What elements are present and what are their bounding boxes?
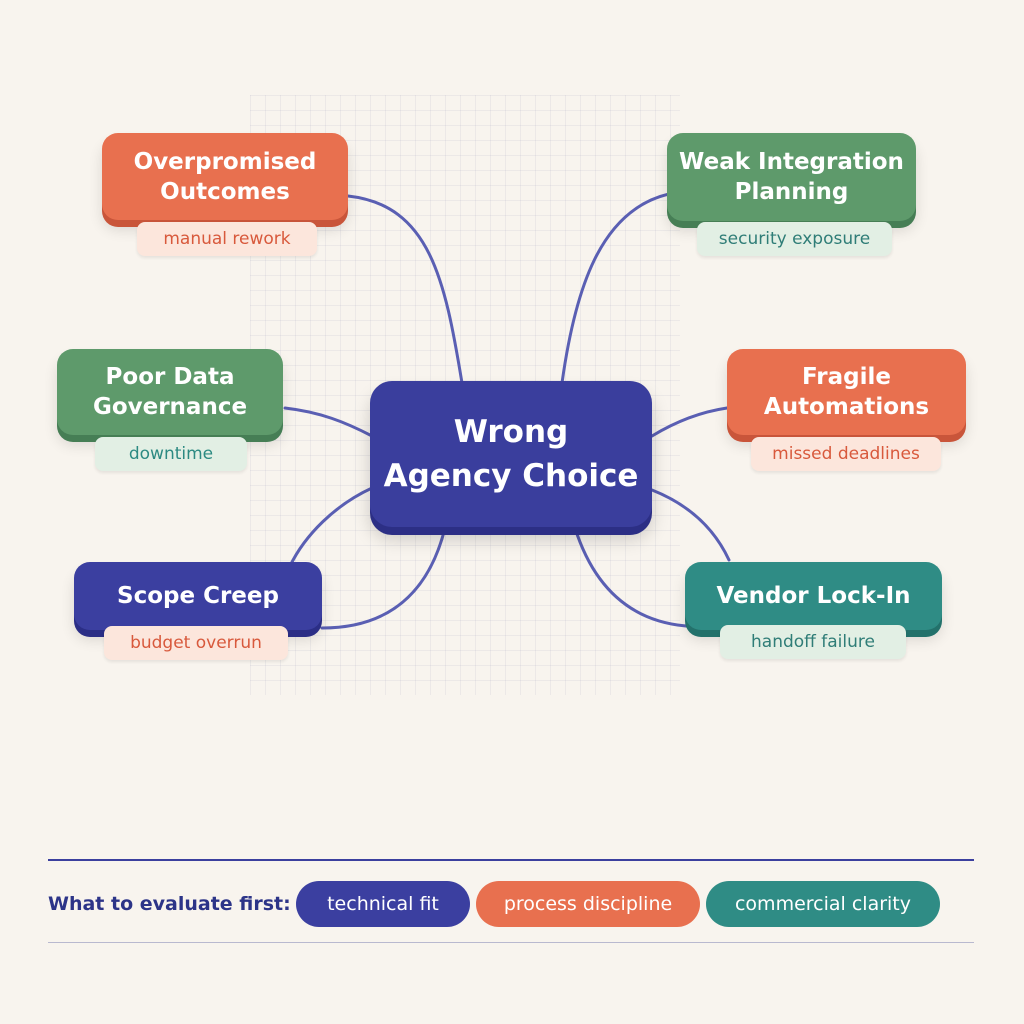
node-label-line2: Outcomes [160, 178, 290, 205]
connector-overpromised [346, 194, 464, 385]
connector-scope-creep-lower [320, 526, 447, 630]
legend-pill-technical-fit: technical fit [296, 881, 470, 927]
center-label-line1: Wrong [453, 414, 569, 450]
node-label-line2: Governance [92, 394, 248, 420]
node-label-line1: Overpromised [133, 148, 317, 175]
node-label-line2: Planning [734, 179, 849, 205]
legend-label: What to evaluate first: [48, 893, 291, 915]
center-node-wrong-agency-choice: Wrong Agency Choice [370, 381, 652, 527]
connector-weak-integration [560, 192, 671, 385]
sub-budget-overrun: budget overrun [104, 626, 288, 660]
node-label-line1: Fragile [802, 364, 891, 390]
node-label-line2: Automations [763, 394, 930, 420]
connector-fragile [650, 406, 729, 438]
node-scope-creep: Scope Creep [74, 562, 322, 630]
sub-downtime: downtime [95, 437, 247, 471]
sub-handoff-failure: handoff failure [720, 625, 906, 659]
node-label-line1: Scope Creep [117, 583, 279, 609]
legend-pill-process-discipline: process discipline [476, 881, 700, 927]
sub-manual-rework: manual rework [137, 222, 317, 256]
legend-bottom-rule [48, 942, 974, 943]
legend-top-rule [48, 859, 974, 861]
sub-missed-deadlines: missed deadlines [751, 437, 941, 471]
node-label-line1: Weak Integration [679, 149, 904, 175]
node-vendor-lock-in: Vendor Lock-In [685, 562, 942, 630]
node-label-line1: Vendor Lock-In [716, 583, 911, 609]
legend-pill-commercial-clarity: commercial clarity [706, 881, 940, 927]
connector-vendor-lower [573, 526, 688, 628]
connector-poor-data [283, 406, 374, 438]
sub-security-exposure: security exposure [697, 222, 892, 256]
connector-vendor-upper [650, 488, 731, 562]
connector-scope-creep-upper [288, 486, 374, 568]
node-label-line1: Poor Data [105, 364, 235, 390]
center-label-line2: Agency Choice [383, 458, 639, 494]
